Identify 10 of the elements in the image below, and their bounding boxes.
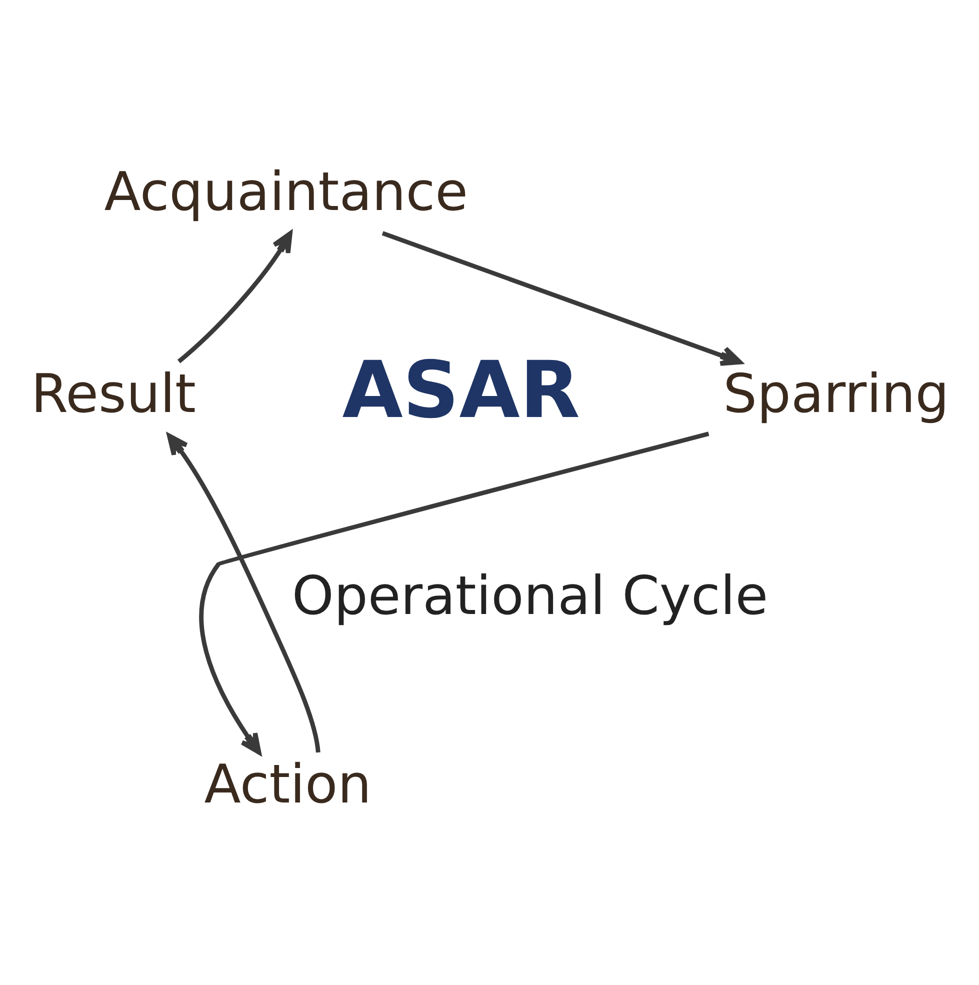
arrow — [177, 230, 292, 363]
node-text: Acquaintance — [104, 159, 468, 222]
arrow — [199, 431, 710, 754]
node-text: Result — [30, 362, 196, 425]
arrow — [167, 433, 320, 752]
arrow — [382, 230, 742, 366]
node-text: Action — [204, 752, 372, 816]
label: ASAR — [342, 344, 580, 436]
label: Operational Cycle — [292, 564, 768, 627]
node-text: Sparring — [723, 362, 950, 425]
